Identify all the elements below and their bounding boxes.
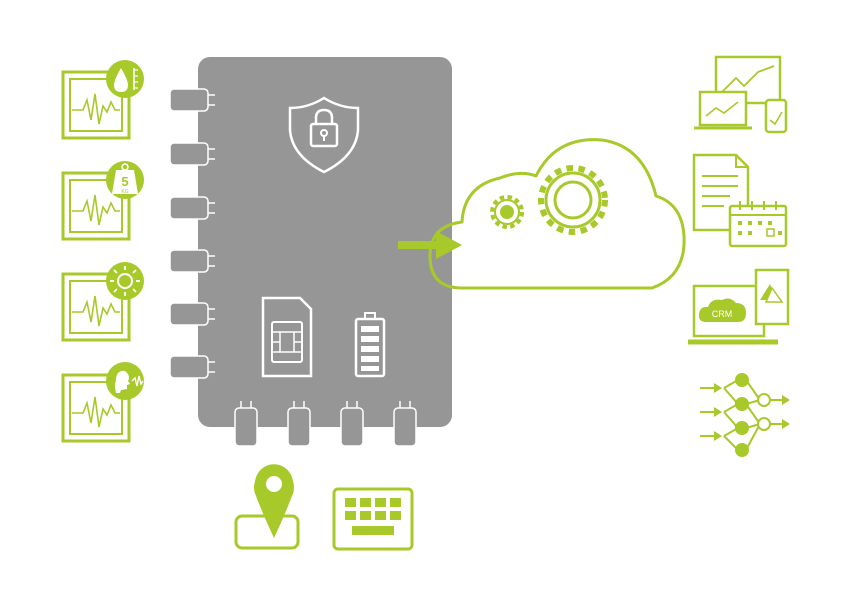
document-calendar-icon	[692, 153, 788, 248]
large-gear-icon	[538, 165, 608, 235]
arrow-icon	[398, 231, 462, 259]
voice-icon	[106, 362, 144, 400]
water-drop-icon	[106, 60, 144, 98]
sun-icon	[106, 262, 144, 300]
cloud-icon	[428, 138, 686, 290]
weight-icon: 5 KG	[106, 161, 144, 199]
keyboard-icon	[332, 487, 414, 551]
crm-cloud: CRM	[698, 298, 746, 322]
crm-laptop-icon: CRM	[688, 268, 790, 345]
sensor-monitor-weight: 5 KG	[61, 161, 144, 241]
crm-label: CRM	[712, 309, 733, 319]
weight-unit: KG	[121, 189, 128, 195]
sim-card-icon	[261, 296, 313, 378]
sensor-monitor-water	[61, 60, 144, 140]
neural-network-icon	[700, 373, 790, 457]
dashboard-devices-icon	[694, 55, 788, 134]
small-gear-icon	[490, 195, 524, 229]
location-pin-icon	[234, 462, 300, 550]
battery-icon	[354, 312, 386, 378]
main-board	[162, 57, 452, 454]
sensor-monitor-light	[61, 262, 144, 342]
weight-value: 5	[121, 174, 128, 189]
shield-lock-icon	[288, 96, 360, 174]
sensor-monitor-sound	[61, 362, 144, 443]
